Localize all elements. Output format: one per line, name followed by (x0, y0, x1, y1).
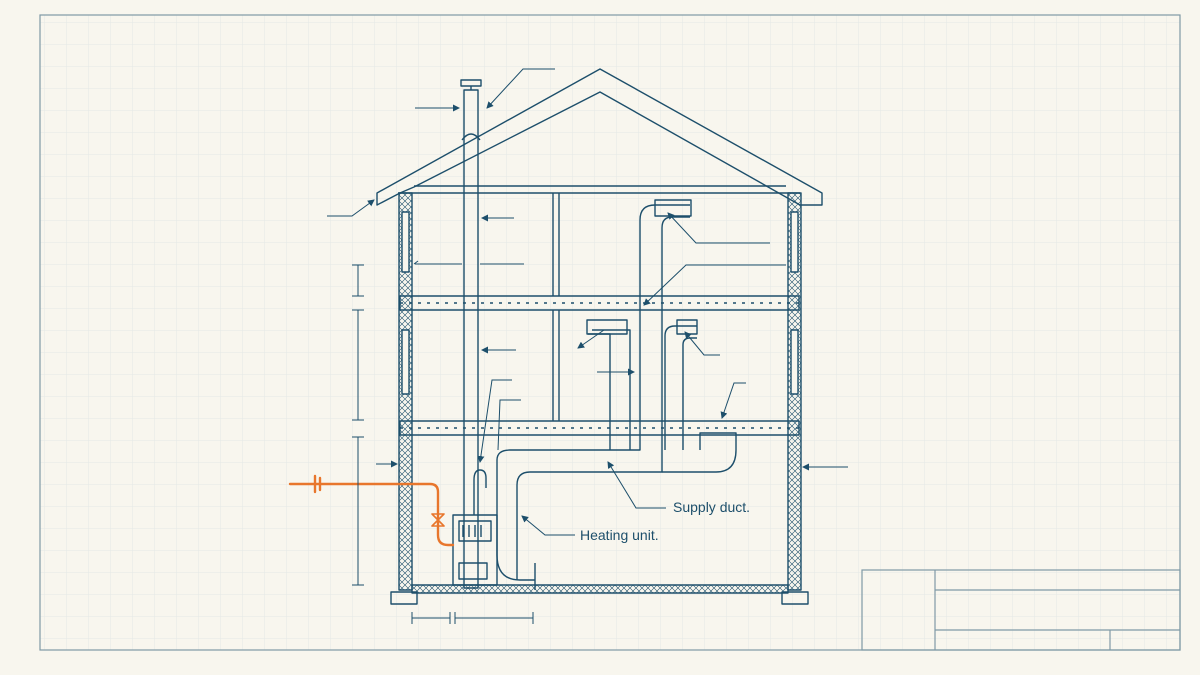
gas-valve-icon (431, 513, 445, 527)
return-branch (662, 432, 737, 473)
roof-outline (376, 68, 823, 206)
leader-duct-top (497, 399, 521, 451)
right-window-lower (790, 329, 799, 395)
leader-exhaust (477, 379, 512, 463)
leader-eave (327, 199, 375, 217)
basement-slab (411, 584, 789, 594)
leader-register-left (577, 329, 605, 349)
branch-duct-left-inner (592, 329, 631, 450)
leader-duct-riser (643, 264, 786, 306)
supply-duct-label: Supply duct. (673, 499, 751, 515)
leader-supply-duct (607, 461, 666, 509)
dim-foundation-right (454, 612, 534, 624)
title-block (861, 569, 1181, 651)
left-window-lower (401, 329, 410, 395)
dim-foundation-left (411, 612, 451, 624)
dimension-room-upper (413, 260, 524, 265)
furnace-door (458, 562, 488, 580)
right-footing (781, 591, 809, 605)
left-window-upper (401, 211, 410, 273)
roof-flashing (461, 133, 481, 141)
leader-main-floor (720, 382, 746, 419)
heating-unit-label: Heating unit. (580, 527, 659, 543)
leader-roof (486, 68, 555, 109)
grid-background (40, 15, 1180, 650)
leader-heating-unit (521, 515, 575, 536)
leader-register-right (684, 331, 720, 356)
duct-boot (496, 554, 535, 581)
supply-duct-main-outer (496, 204, 690, 555)
sheet-border (39, 14, 1181, 651)
dim-upper-floor (352, 264, 364, 297)
left-footing (390, 591, 418, 605)
dim-main-level (352, 309, 364, 421)
leader-upper-register (667, 212, 770, 244)
branch-duct-right-outer (664, 325, 697, 450)
dim-basement (352, 436, 364, 586)
furnace-exhaust (473, 469, 487, 515)
furnace-panel (458, 520, 492, 542)
right-window-upper (790, 211, 799, 273)
main-floor-register-left (586, 319, 628, 335)
